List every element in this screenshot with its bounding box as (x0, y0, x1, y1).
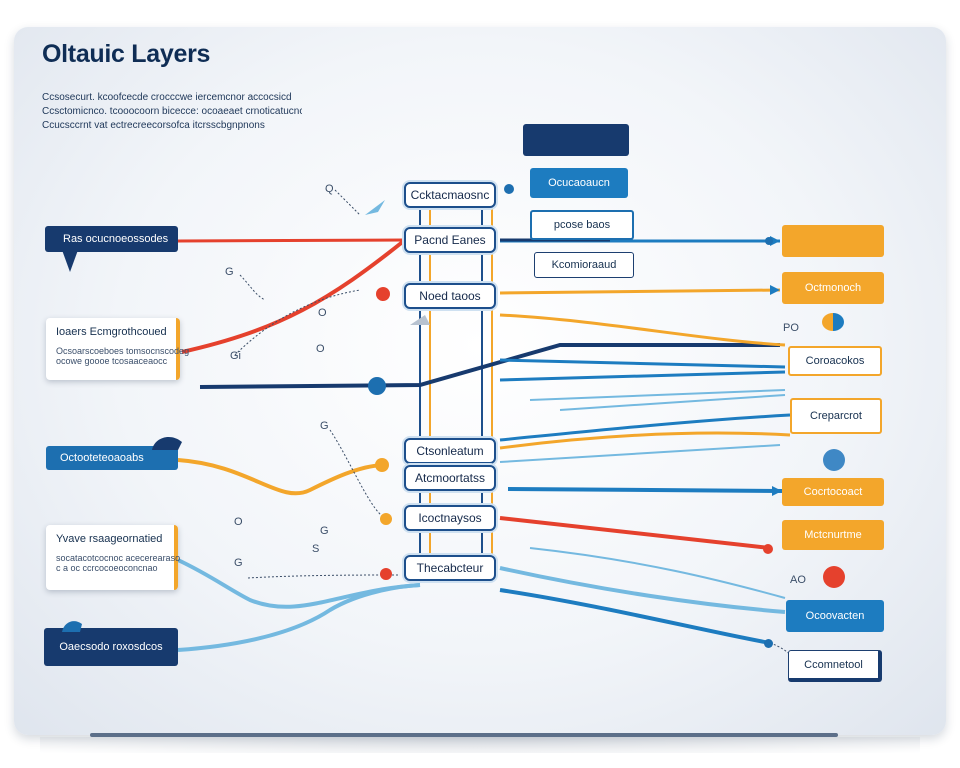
left-label-box: Oaecsodo roxosdcos (44, 628, 178, 666)
tag-label: G (320, 525, 329, 537)
right-outline-box: Coroacokos (788, 346, 882, 376)
tag-label: G (320, 420, 329, 432)
diagram-title: Oltauic Layers (42, 40, 211, 68)
center-node: Noed taoos (404, 283, 496, 309)
wire-blue (499, 370, 786, 382)
wire-navy (199, 343, 780, 389)
wire-red (181, 238, 407, 354)
card-line: c a oc ccrcocoeoconcnao (56, 563, 158, 573)
speech-tab-icon (62, 621, 82, 632)
wire-blue (507, 487, 783, 493)
wire-red (177, 238, 406, 243)
tag-label: O (234, 516, 243, 528)
node-dot (380, 568, 392, 580)
right-plain-box: Ccomnetool (788, 650, 882, 682)
tag-label: G (234, 557, 243, 569)
left-info-card: Ioaers Ecmgrothcoued Ocsoarscoeboes toms… (46, 318, 190, 380)
wire-orange (499, 313, 786, 347)
node-dot (823, 566, 845, 588)
left-label-box: Ras ocucnoeossodes (45, 226, 178, 252)
wire-light-blue (529, 389, 786, 401)
wire-orange (499, 431, 791, 450)
node-dot (764, 639, 773, 648)
tag-label: S (312, 543, 320, 555)
arrowhead (770, 285, 780, 295)
right-orange-box: Mctcnurtme (782, 520, 884, 550)
tag-label: Q (325, 183, 334, 195)
right-orange-box: Octmonoch (782, 272, 884, 304)
arrowhead (410, 315, 430, 325)
description-line: Ccucsccrnt vat ectrecreecorsofca itcrssc… (42, 120, 265, 131)
left-info-card: Yvave rsaageornatied socatacotcocnoc ace… (46, 525, 181, 590)
description-line: Ccsctomicnco. tcooocoorn bicecce: ocoaea… (42, 106, 302, 117)
tag-label: AO (790, 574, 806, 586)
callout-tail-icon (62, 250, 78, 272)
node-dot (376, 287, 390, 301)
wire-dashed (247, 574, 401, 579)
wire-light-blue (499, 444, 781, 463)
wire-orange (499, 288, 781, 295)
wire-light-blue (177, 583, 421, 652)
node-dot (380, 513, 392, 525)
arrowhead (772, 486, 782, 496)
node-dot (765, 237, 773, 245)
wire-red (499, 516, 771, 550)
card-heading: Ioaers Ecmgrothcoued (56, 326, 167, 338)
center-node: Pacnd Eanes (404, 227, 496, 253)
right-outline-box: Creparcrot (790, 398, 882, 434)
arrowhead (365, 200, 385, 215)
card-line: Ocsoarscoeboes tomsocnscodeg (56, 346, 190, 356)
top-navy-box (523, 124, 629, 156)
card-line: ocowe goooe tcosaaceaocc (56, 356, 168, 366)
tag-label: O (316, 343, 325, 355)
wire-dashed (234, 289, 361, 356)
tag-label: Gi (230, 350, 241, 362)
wire-dashed (334, 189, 361, 216)
tag-label: G (225, 266, 234, 278)
center-node: Atcmoortatss (404, 465, 496, 491)
card-bottom-bar (90, 733, 838, 737)
card-heading: Yvave rsaageornatied (56, 533, 163, 545)
wire-light-blue (559, 394, 786, 411)
description-line: Ccsosecurt. kcoofcecde crocccwe iercemcn… (42, 92, 292, 103)
right-orange-box (782, 225, 884, 257)
wire-light-blue (499, 566, 786, 614)
card-line: socatacotcocnoc acecerearaso (56, 553, 181, 563)
card-shadow (40, 737, 920, 753)
node-dot (504, 184, 514, 194)
wire-light-blue (529, 547, 786, 599)
top-blue-box: Ocucaoaucn (530, 168, 628, 198)
tag-label: PO (783, 322, 799, 334)
wire-dashed (329, 429, 386, 519)
node-dot (368, 377, 386, 395)
center-node: Ctsonleatum (404, 438, 496, 464)
node-dot (763, 544, 773, 554)
top-outline-box: pcose baos (530, 210, 634, 240)
right-orange-box: Cocrtocoact (782, 478, 884, 506)
top-plain-box: Kcomioraaud (534, 252, 634, 278)
center-node: Icoctnaysos (404, 505, 496, 531)
wire-light-blue (177, 558, 421, 609)
wire-blue (499, 413, 791, 442)
wire-orange (177, 458, 386, 496)
tag-label: O (318, 307, 327, 319)
node-dot (822, 313, 844, 331)
wire-blue (499, 358, 786, 369)
center-node: Ccktacmaosnc (404, 182, 496, 208)
right-blue-box: Ocoovacten (786, 600, 884, 632)
wire-dashed (239, 274, 266, 301)
wire-blue (499, 588, 771, 645)
node-dot (823, 449, 845, 471)
speech-tab-icon (152, 436, 182, 450)
node-dot (375, 458, 389, 472)
center-node: Thecabcteur (404, 555, 496, 581)
